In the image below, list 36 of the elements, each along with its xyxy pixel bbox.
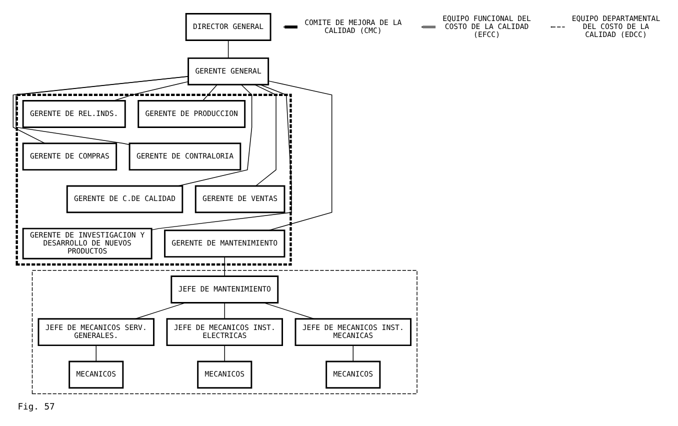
connector [228,40,229,58]
node-box: GERENTE DE PRODUCCION [138,100,246,128]
node-box: GERENTE GENERAL [188,56,270,85]
caption: Fig. 57 [18,402,55,412]
node-box: GERENTE DE INVESTIGACION Y DESARROLLO DE NUEVOS PRODUCTOS [22,227,152,259]
cluster [16,93,292,266]
node-box: MECANICOS [68,360,124,388]
connector [352,344,354,362]
connector [224,256,225,276]
connector [113,80,188,101]
node-box: DIRECTOR GENERAL [185,12,272,40]
legend-label: EQUIPO DEPARTAMENTAL DEL COSTO DE LA CALIDAD (EDCC) [572,13,660,38]
connector [202,84,218,101]
cluster [32,270,418,394]
legend-label: COMITE DE MEJORA DE LA CALIDAD (CMC) [304,17,402,34]
connector [264,302,314,319]
connector [224,302,225,319]
node-box: GERENTE DE COMPRAS [22,142,118,170]
connector [224,344,225,362]
connector [134,302,186,319]
node-box: GERENTE DE REL.INDS. [22,100,126,128]
connector [178,84,252,186]
node-box: JEFE DE MECANICOS SERV. GENERALES. [38,318,155,346]
connector [254,84,276,186]
node-box: GERENTE DE VENTAS [194,184,286,213]
connector [151,84,292,230]
node-box: JEFE DE MANTENIMIENTO [170,275,279,303]
node-box: MECANICOS [326,360,381,388]
node-box: GERENTE DE C.DE CALIDAD [66,184,184,213]
node-box: JEFE DE MECANICOS INST. MECANICAS [294,318,412,346]
node-box: GERENTE DE MANTENIMIENTO [164,229,286,258]
node-box: MECANICOS [197,360,252,388]
node-box: GERENTE DE CONTRALORIA [128,142,242,170]
connector [268,80,332,230]
node-box: JEFE DE MECANICOS INST. ELECTRICAS [166,318,283,346]
legend-label: EQUIPO FUNCIONAL DEL COSTO DE LA CALIDAD (EFCC) [442,13,531,38]
